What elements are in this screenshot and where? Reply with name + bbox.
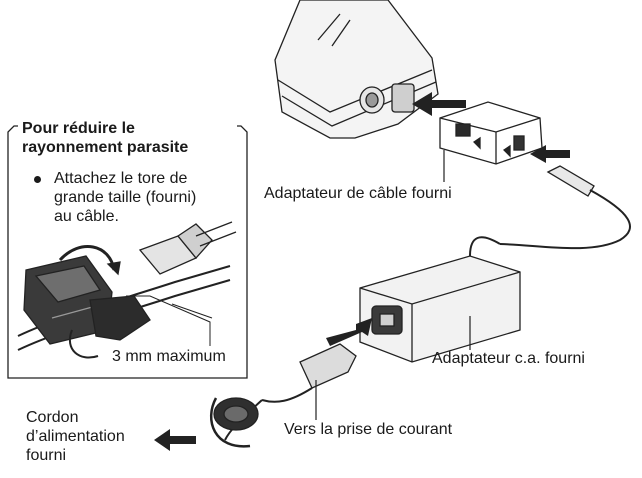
- bullet-icon: [34, 176, 41, 183]
- power-cord-label: Cordon d’alimentation fourni: [26, 408, 125, 465]
- ferrite-core-small: [209, 397, 259, 448]
- dc-plug-illustration: [499, 165, 631, 250]
- ferrite-instruction-line: Attachez le tore de: [54, 170, 188, 187]
- insert-arrow-adapter: [530, 145, 570, 163]
- outlet-label: Vers la prise de courant: [284, 421, 453, 438]
- inset-illustration: [17, 221, 237, 359]
- ac-adapter-label: Adaptateur c.a. fourni: [432, 350, 585, 367]
- power-cord-label-line: Cordon: [26, 409, 79, 426]
- reduce-noise-box: [7, 125, 248, 379]
- power-cord-label-line: d’alimentation: [26, 428, 125, 445]
- ferrite-instruction-line: au câble.: [54, 208, 119, 225]
- reduce-noise-title-line: rayonnement parasite: [22, 139, 189, 156]
- power-cord-arrow: [154, 429, 196, 451]
- ac-plug-illustration: [224, 343, 357, 441]
- measurement-label: 3 mm maximum: [112, 348, 226, 365]
- insert-arrow-ac: [326, 318, 372, 346]
- camera-illustration: [274, 0, 439, 139]
- insert-arrow-camera: [412, 92, 466, 116]
- reduce-noise-title: Pour réduire le rayonnement parasite: [22, 119, 188, 157]
- ferrite-instruction-line: grande taille (fourni): [54, 189, 197, 206]
- reduce-noise-title-line: Pour réduire le: [22, 120, 135, 137]
- cable-adapter-label: Adaptateur de câble fourni: [264, 185, 452, 202]
- power-cord-label-line: fourni: [26, 447, 67, 464]
- cable-adapter-illustration: [439, 101, 543, 165]
- ac-adapter-illustration: [359, 236, 521, 363]
